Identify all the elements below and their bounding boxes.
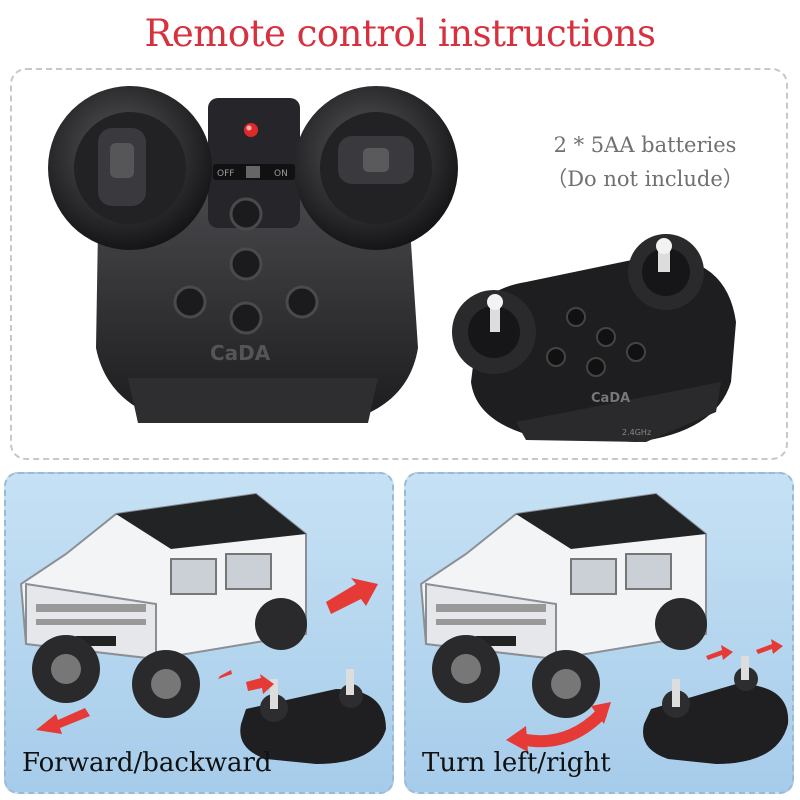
page-title: Remote control instructions bbox=[144, 12, 656, 55]
frequency-label: 2.4GHz bbox=[622, 428, 651, 437]
remote-brand-logo: CaDA bbox=[210, 341, 271, 365]
battery-disclaimer: （Do not include） bbox=[546, 167, 744, 191]
forward-backward-panel: Forward/backward bbox=[4, 472, 394, 794]
small-remote-logo: CaDA bbox=[591, 391, 630, 406]
switch-on-label: ON bbox=[274, 169, 288, 179]
forward-backward-illustration bbox=[19, 492, 386, 764]
battery-note: 2 * 5AA batteries （Do not include） bbox=[530, 128, 760, 196]
forward-backward-caption: Forward/backward bbox=[22, 748, 272, 778]
remote-section-frame bbox=[10, 68, 788, 460]
remote-control-front-image: OFF ON CaDA bbox=[48, 86, 458, 423]
battery-requirement: 2 * 5AA batteries bbox=[553, 133, 737, 157]
turn-left-right-illustration bbox=[419, 492, 789, 764]
remote-control-side-image: CaDA 2.4GHz bbox=[452, 234, 736, 442]
turn-left-right-panel: Turn left/right bbox=[404, 472, 794, 794]
switch-off-label: OFF bbox=[217, 169, 234, 179]
turn-left-right-caption: Turn left/right bbox=[422, 748, 611, 778]
